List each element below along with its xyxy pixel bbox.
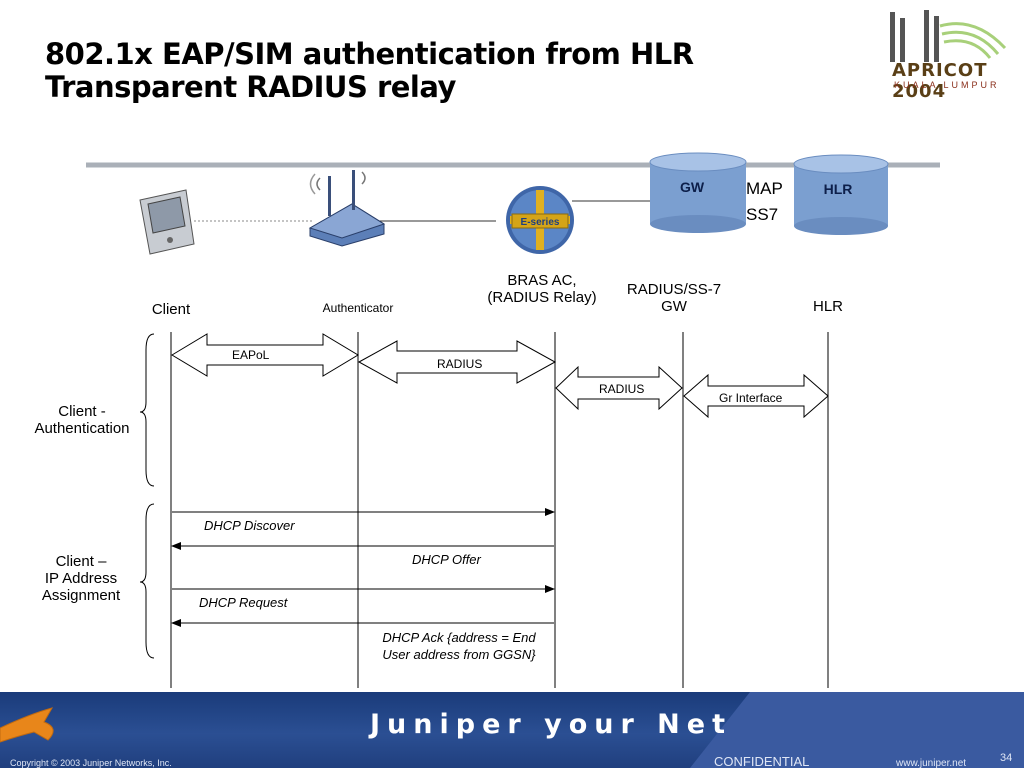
lane-bras: BRAS AC, (RADIUS Relay) bbox=[474, 272, 610, 306]
dhcp-offer-label: DHCP Offer bbox=[412, 552, 481, 567]
network-topology: E-series GW HLR MAP SS7 bbox=[86, 152, 940, 255]
radius-label-1: RADIUS bbox=[437, 357, 483, 371]
ip-brace bbox=[139, 503, 155, 659]
footer-wedge bbox=[690, 692, 1024, 768]
lane-client: Client bbox=[151, 301, 191, 318]
router-label: E-series bbox=[521, 217, 560, 228]
footer-band bbox=[0, 692, 1024, 768]
slide-title: 802.1x EAP/SIM authentication from HLR T… bbox=[45, 38, 694, 104]
e-series-router-icon bbox=[506, 186, 574, 254]
footer-confidential: CONFIDENTIAL bbox=[714, 754, 810, 769]
group-ip-line1: Client – bbox=[55, 553, 107, 570]
hlr-cylinder-icon bbox=[793, 154, 889, 235]
dhcp-discover-label: DHCP Discover bbox=[204, 518, 295, 533]
dhcp-ack-line1: DHCP Ack {address = End bbox=[382, 630, 536, 645]
radius-arrow-2 bbox=[555, 365, 683, 411]
dhcp-ack-line2: User address from GGSN} bbox=[382, 647, 536, 662]
hlr-label: HLR bbox=[824, 181, 853, 197]
group-auth-line1: Client - bbox=[58, 403, 106, 420]
radius-label-2: RADIUS bbox=[599, 382, 645, 396]
dhcp-request-label: DHCP Request bbox=[199, 595, 288, 610]
group-ip-assignment: Client – IP Address Assignment bbox=[22, 553, 140, 604]
gr-arrow bbox=[683, 373, 829, 419]
eapol-label: EAPoL bbox=[232, 348, 270, 362]
title-line-1: 802.1x EAP/SIM authentication from HLR bbox=[45, 37, 694, 71]
dhcp-ack-label: DHCP Ack {address = End User address fro… bbox=[364, 629, 554, 663]
group-ip-line2: IP Address bbox=[44, 570, 118, 587]
lane-bras-line2: (RADIUS Relay) bbox=[487, 289, 597, 306]
access-point-icon bbox=[308, 170, 386, 247]
map-label: MAP bbox=[746, 179, 783, 198]
footer-copyright: Copyright © 2003 Juniper Networks, Inc. bbox=[10, 758, 172, 768]
pda-icon bbox=[139, 189, 195, 255]
group-client-authentication: Client - Authentication bbox=[22, 403, 142, 437]
lane-radius-gw-line2: GW bbox=[661, 298, 687, 315]
group-auth-line2: Authentication bbox=[34, 420, 130, 437]
lane-radius-gw: RADIUS/SS-7 GW bbox=[614, 281, 734, 315]
footer-brand: Juniper your Net bbox=[370, 709, 733, 740]
swoosh-icon bbox=[0, 707, 54, 743]
ss7-label: SS7 bbox=[746, 205, 778, 224]
footer-website: www.juniper.net bbox=[896, 758, 967, 769]
lane-authenticator: Authenticator bbox=[322, 301, 394, 315]
sequence-diagram bbox=[139, 332, 829, 688]
lane-radius-gw-line1: RADIUS/SS-7 bbox=[626, 281, 722, 298]
logo-title: APRICOT 2004 bbox=[892, 60, 988, 102]
page-number: 34 bbox=[1000, 752, 1013, 764]
apricot-logo bbox=[890, 10, 1007, 62]
radius-arrow-1 bbox=[357, 340, 557, 384]
gw-cylinder-icon bbox=[649, 152, 747, 233]
auth-brace bbox=[139, 333, 155, 487]
gr-label: Gr Interface bbox=[719, 391, 783, 405]
eapol-arrow bbox=[171, 333, 359, 377]
title-line-2: Transparent RADIUS relay bbox=[45, 70, 456, 104]
gw-label: GW bbox=[680, 179, 705, 195]
group-ip-line3: Assignment bbox=[41, 587, 121, 604]
logo-subtitle: KUALA LUMPUR bbox=[894, 80, 1000, 90]
lane-bras-line1: BRAS AC, bbox=[507, 272, 577, 289]
lane-hlr: HLR bbox=[812, 298, 843, 315]
